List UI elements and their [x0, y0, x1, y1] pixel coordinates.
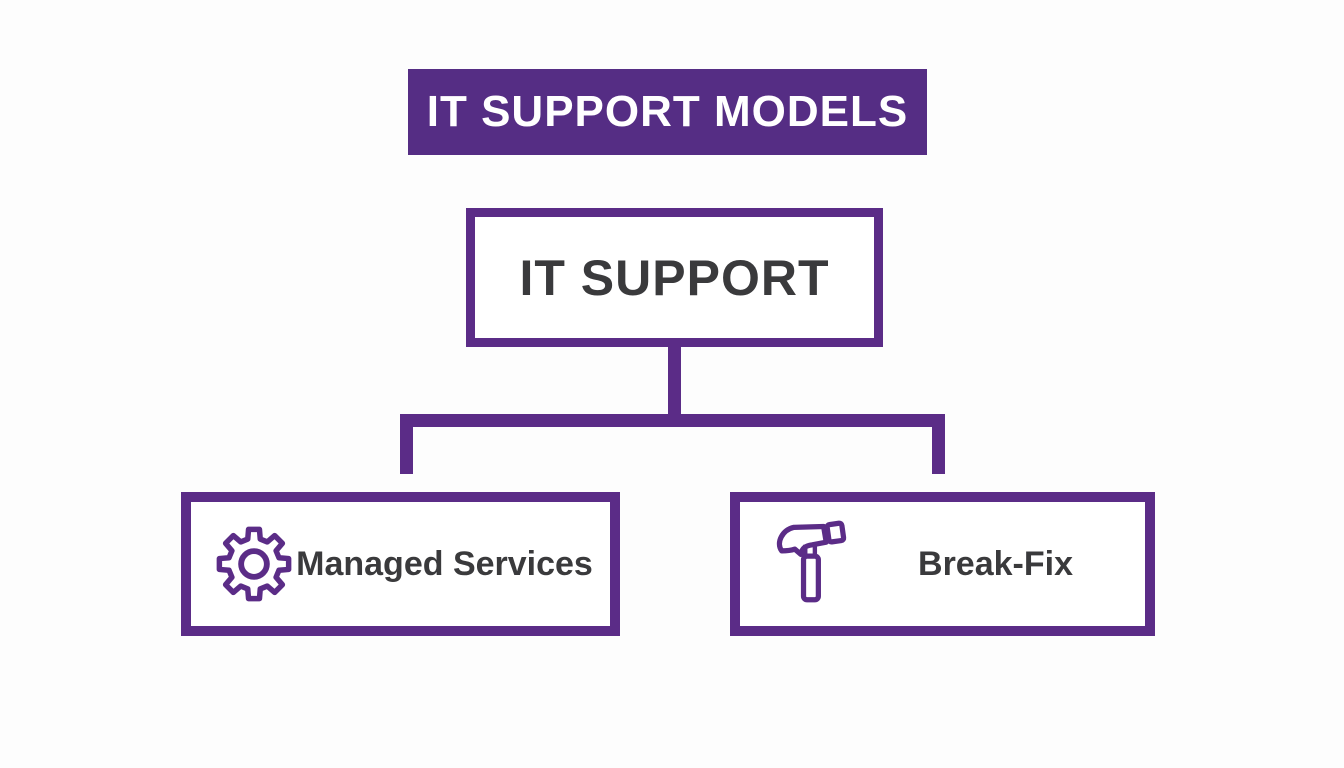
gear-icon [215, 525, 293, 603]
connector-horizontal [400, 414, 945, 427]
node-managed-services: Managed Services [181, 492, 620, 636]
connector-root-stem [668, 346, 681, 416]
title-banner: IT SUPPORT MODELS [408, 69, 927, 155]
page-title: IT SUPPORT MODELS [426, 87, 909, 136]
node-label: Break-Fix [918, 544, 1073, 583]
hammer-icon [768, 516, 860, 612]
node-it-support: IT SUPPORT [466, 208, 883, 347]
connector-left-drop [400, 414, 413, 474]
root-node-label: IT SUPPORT [519, 249, 830, 306]
connector-right-drop [932, 414, 945, 474]
node-break-fix: Break-Fix [730, 492, 1155, 636]
node-label: Managed Services [296, 544, 593, 583]
